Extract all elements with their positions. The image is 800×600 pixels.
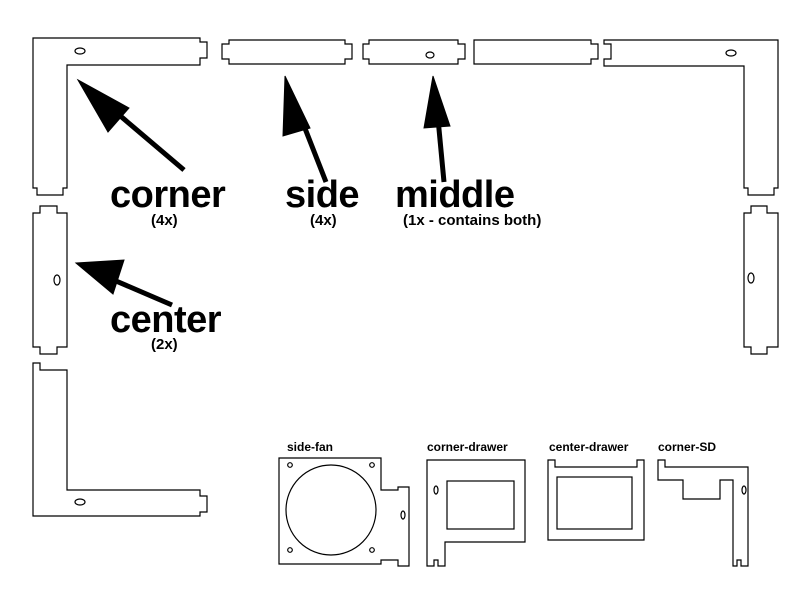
arrow-head: [423, 75, 451, 129]
fan-screw-hole: [287, 462, 293, 468]
label-middle: middle: [395, 174, 515, 216]
center-piece-right: [743, 205, 779, 355]
mounting-hole: [53, 274, 61, 286]
fan-opening: [285, 464, 377, 556]
middle-piece-right: [473, 39, 599, 65]
label-corner: corner: [110, 174, 226, 216]
label-corner-drawer: corner-drawer: [427, 440, 508, 454]
mounting-hole: [433, 485, 439, 495]
center-piece-left: [32, 205, 68, 355]
corner-piece-top-left: [32, 37, 208, 196]
mounting-hole: [747, 272, 755, 284]
label-corner-count: (4x): [151, 212, 178, 229]
drawer-opening: [446, 480, 515, 530]
center-drawer-piece: [547, 459, 645, 541]
corner-sd-piece: [657, 459, 749, 567]
label-side: side: [285, 174, 360, 216]
side-piece-top: [221, 39, 353, 65]
fan-screw-hole: [369, 462, 375, 468]
mounting-hole: [74, 47, 86, 55]
arrow-head: [282, 75, 311, 137]
corner-drawer-piece: [426, 459, 526, 567]
arrow-head: [74, 259, 125, 295]
fan-screw-hole: [369, 547, 375, 553]
mounting-hole: [725, 49, 737, 57]
mounting-hole: [400, 510, 406, 520]
side-fan-piece: [278, 457, 410, 567]
label-center-drawer: center-drawer: [549, 440, 629, 454]
mounting-hole: [425, 51, 435, 59]
label-center-count: (2x): [151, 336, 178, 353]
arrow-head: [76, 78, 130, 133]
middle-piece-left: [362, 39, 466, 65]
label-side-count: (4x): [310, 212, 337, 229]
label-corner-sd: corner-SD: [658, 440, 717, 454]
label-center: center: [110, 299, 222, 341]
label-middle-count: (1x - contains both): [403, 212, 542, 229]
drawer-opening: [556, 476, 633, 530]
mounting-hole: [741, 485, 747, 495]
label-side-fan: side-fan: [287, 440, 334, 454]
mounting-hole: [74, 498, 86, 506]
fan-screw-hole: [287, 547, 293, 553]
corner-piece-top-right: [603, 39, 779, 196]
corner-piece-bottom-left: [32, 362, 208, 517]
